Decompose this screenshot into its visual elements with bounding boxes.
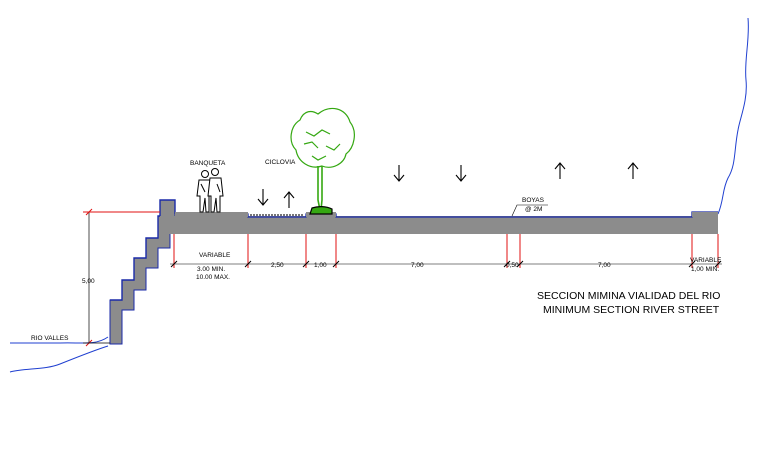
- height-dimension-label: 5,00: [82, 278, 95, 285]
- wall-stair-edge: [110, 199, 176, 301]
- planter-dimension: 1,00: [314, 262, 327, 269]
- traffic-arrows: [257, 162, 639, 208]
- variable-left-label: VARIABLE: [199, 252, 231, 259]
- boyas-spacing-label: @ 2M: [525, 206, 542, 213]
- bike-lane-dimension: 2,50: [271, 262, 284, 269]
- right-curb: [692, 212, 718, 217]
- variable-left-max-label: 10.00 MAX.: [196, 274, 230, 281]
- river-right-bank-line: [717, 17, 749, 215]
- river-left-water-line: [9, 336, 109, 373]
- arrow-up-icon: [627, 162, 639, 179]
- median-dimension: 0,50: [506, 262, 519, 269]
- lane-2-dimension: 7,00: [598, 262, 611, 269]
- banqueta-label: BANQUETA: [190, 160, 226, 167]
- dimension-extension-lines: [173, 234, 719, 268]
- arrow-down-icon: [393, 165, 405, 182]
- arrow-down-icon: [455, 165, 467, 182]
- rio-valles-label: RIO VALLES: [31, 335, 69, 342]
- ciclovia-label: CICLOVIA: [265, 159, 296, 166]
- height-tick-top: [85, 208, 93, 216]
- dimension-ticks: [170, 260, 722, 268]
- boyas-label: BOYAS: [522, 197, 545, 204]
- variable-right-label: VARIABLE: [690, 257, 722, 264]
- arrow-down-icon: [257, 189, 269, 206]
- tree: [290, 107, 355, 215]
- variable-right-min-label: 1,00 MIN.: [691, 266, 719, 273]
- boyas-leader-line: [511, 204, 548, 217]
- sidewalk: [175, 212, 248, 217]
- pedestrians-figure: [196, 168, 224, 213]
- street-slab: [160, 216, 718, 234]
- caption-english: MINIMUM SECTION RIVER STREET: [543, 304, 720, 316]
- arrow-up-icon: [554, 162, 566, 179]
- lane-1-dimension: 7,00: [411, 262, 424, 269]
- caption-spanish: SECCION MIMINA VIALIDAD DEL RIO: [537, 290, 720, 302]
- variable-left-min-label: 3.00 MIN.: [197, 266, 225, 273]
- arrow-up-icon: [283, 191, 295, 208]
